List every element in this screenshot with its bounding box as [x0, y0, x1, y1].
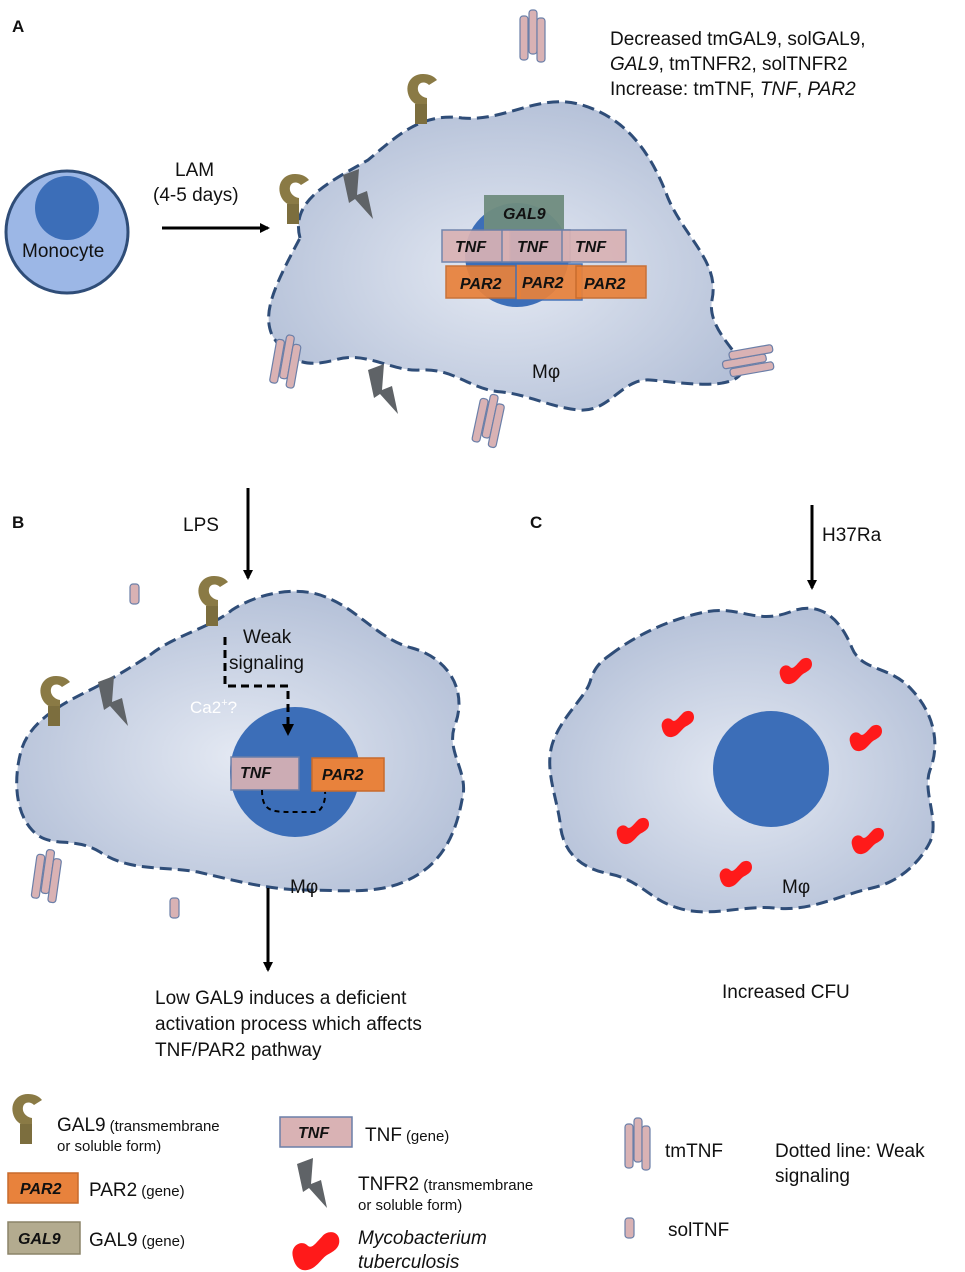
lam-label: LAM [175, 160, 214, 181]
legend-soltnf-label: solTNF [668, 1220, 729, 1241]
tnf-gene-b-text: TNF [240, 765, 272, 782]
tmtnf-a-top [519, 9, 546, 63]
summary-line-3-sep: , [797, 79, 808, 100]
soltnf-b-2 [169, 897, 180, 919]
legend-tnf-box [279, 1116, 353, 1148]
par2-gene-a-1: PAR2 [460, 276, 502, 293]
weak-signaling-label-1: Weak [243, 627, 292, 648]
tnfr2-a-2 [368, 364, 398, 414]
lam-duration: (4-5 days) [153, 185, 239, 206]
summary-line-2-rest: , tmTNFR2, solTNFR2 [659, 54, 848, 75]
panel-a-label: A [12, 17, 24, 36]
summary-tnf: TNF [760, 79, 798, 100]
tmtnf-a-bottom [470, 391, 508, 449]
legend-par2-box [7, 1172, 79, 1204]
legend-gal9gene-box-text: GAL9 [18, 1231, 61, 1248]
tnf-gene-a-3: TNF [575, 239, 607, 256]
legend-gal9gene-box [7, 1221, 81, 1255]
outcome-b-line-2: activation process which affects [155, 1014, 422, 1035]
legend-tnfr2-note-1: (transmembrane [423, 1177, 533, 1194]
tnf-genes-a: TNF TNF TNF [441, 229, 627, 263]
summary-line-2: GAL9, tmTNFR2, solTNFR2 [610, 54, 848, 75]
monocyte-label: Monocyte [22, 241, 104, 262]
gal9-gene-a: GAL9 [484, 195, 564, 232]
legend-gal9gene-note: (gene) [142, 1233, 185, 1250]
legend-tmtnf-icon [624, 1117, 651, 1171]
legend-soltnf-icon [624, 1217, 635, 1239]
legend: GAL9(transmembrane or soluble form) PAR2… [7, 1094, 925, 1272]
legend-mtb-icon [292, 1232, 340, 1271]
summary-par2: PAR2 [807, 79, 856, 100]
legend-gal9-name: GAL9 [57, 1115, 106, 1136]
outcome-c: Increased CFU [722, 982, 850, 1003]
legend-gal9-note-2: or soluble form) [57, 1138, 161, 1155]
par2-gene-b: PAR2 [311, 757, 385, 792]
legend-tnf-note: (gene) [406, 1128, 449, 1145]
par2-genes-a: PAR2 PAR2 PAR2 [445, 263, 647, 301]
legend-tnf-name: TNF [365, 1125, 402, 1146]
legend-gal9gene-name: GAL9 [89, 1230, 138, 1251]
tnf-gene-a-2: TNF [517, 239, 549, 256]
weak-signaling-path [223, 637, 294, 736]
monocyte [4, 169, 130, 295]
panel-b-label: B [12, 513, 24, 532]
tnf-par2-weak-link [261, 789, 327, 813]
legend-gal9gene-label: GAL9(gene) [89, 1230, 185, 1251]
gal9-protein-a-1 [407, 74, 437, 124]
legend-gal9-icon [12, 1094, 42, 1144]
legend-tnf-label: TNF(gene) [365, 1125, 449, 1146]
calcium-label: Ca2+? [190, 697, 237, 717]
macrophage-a-label: Mφ [532, 362, 560, 383]
outcome-b-line-3: TNF/PAR2 pathway [155, 1040, 322, 1061]
summary-line-3-prefix: Increase: tmTNF, [610, 79, 760, 100]
summary-line-3: Increase: tmTNF, TNF, PAR2 [610, 79, 856, 100]
macrophage-c-label: Mφ [782, 877, 810, 898]
legend-tmtnf-label: tmTNF [665, 1141, 723, 1162]
legend-par2-note: (gene) [141, 1183, 184, 1200]
lps-label: LPS [183, 515, 219, 536]
panel-c-label: C [530, 513, 542, 532]
nucleus-c [713, 711, 829, 827]
legend-dotted-line-2: signaling [775, 1166, 850, 1187]
h37ra-label: H37Ra [822, 525, 882, 546]
legend-tnfr2-name: TNFR2 [358, 1174, 419, 1195]
legend-par2-label: PAR2(gene) [89, 1180, 185, 1201]
macrophage-b-label: Mφ [290, 877, 318, 898]
legend-mtb-line-1: Mycobacterium [358, 1228, 487, 1249]
legend-tnfr2-note-2: or soluble form) [358, 1197, 462, 1214]
legend-par2-name: PAR2 [89, 1180, 137, 1201]
par2-gene-b-text: PAR2 [322, 767, 364, 784]
calcium-q: ? [228, 698, 237, 717]
par2-gene-a-3: PAR2 [584, 276, 626, 293]
tnf-gene-b: TNF [230, 756, 300, 791]
summary-line-1: Decreased tmGAL9, solGAL9, [610, 29, 866, 50]
par2-gene-a-2: PAR2 [522, 275, 564, 292]
legend-tnfr2-icon [297, 1158, 327, 1208]
legend-tnf-box-text: TNF [298, 1125, 330, 1142]
soltnf-b-1 [129, 583, 140, 605]
tnf-gene-a-1: TNF [455, 239, 487, 256]
legend-par2-box-text: PAR2 [20, 1181, 62, 1198]
legend-gal9-note-1: (transmembrane [110, 1118, 220, 1135]
legend-dotted-line-1: Dotted line: Weak [775, 1141, 925, 1162]
weak-signaling-label-2: signaling [229, 653, 304, 674]
legend-mtb-line-2: tuberculosis [358, 1252, 460, 1272]
outcome-b-line-1: Low GAL9 induces a deficient [155, 988, 407, 1009]
calcium-base: Ca2 [190, 698, 221, 717]
legend-tnfr2-label: TNFR2(transmembrane [358, 1174, 533, 1195]
legend-gal9-label: GAL9(transmembrane [57, 1115, 220, 1136]
calcium-sup: + [221, 697, 227, 709]
gal9-gene-a-text: GAL9 [503, 206, 546, 223]
tmtnf-b [30, 847, 64, 904]
summary-gal9: GAL9 [610, 54, 659, 75]
